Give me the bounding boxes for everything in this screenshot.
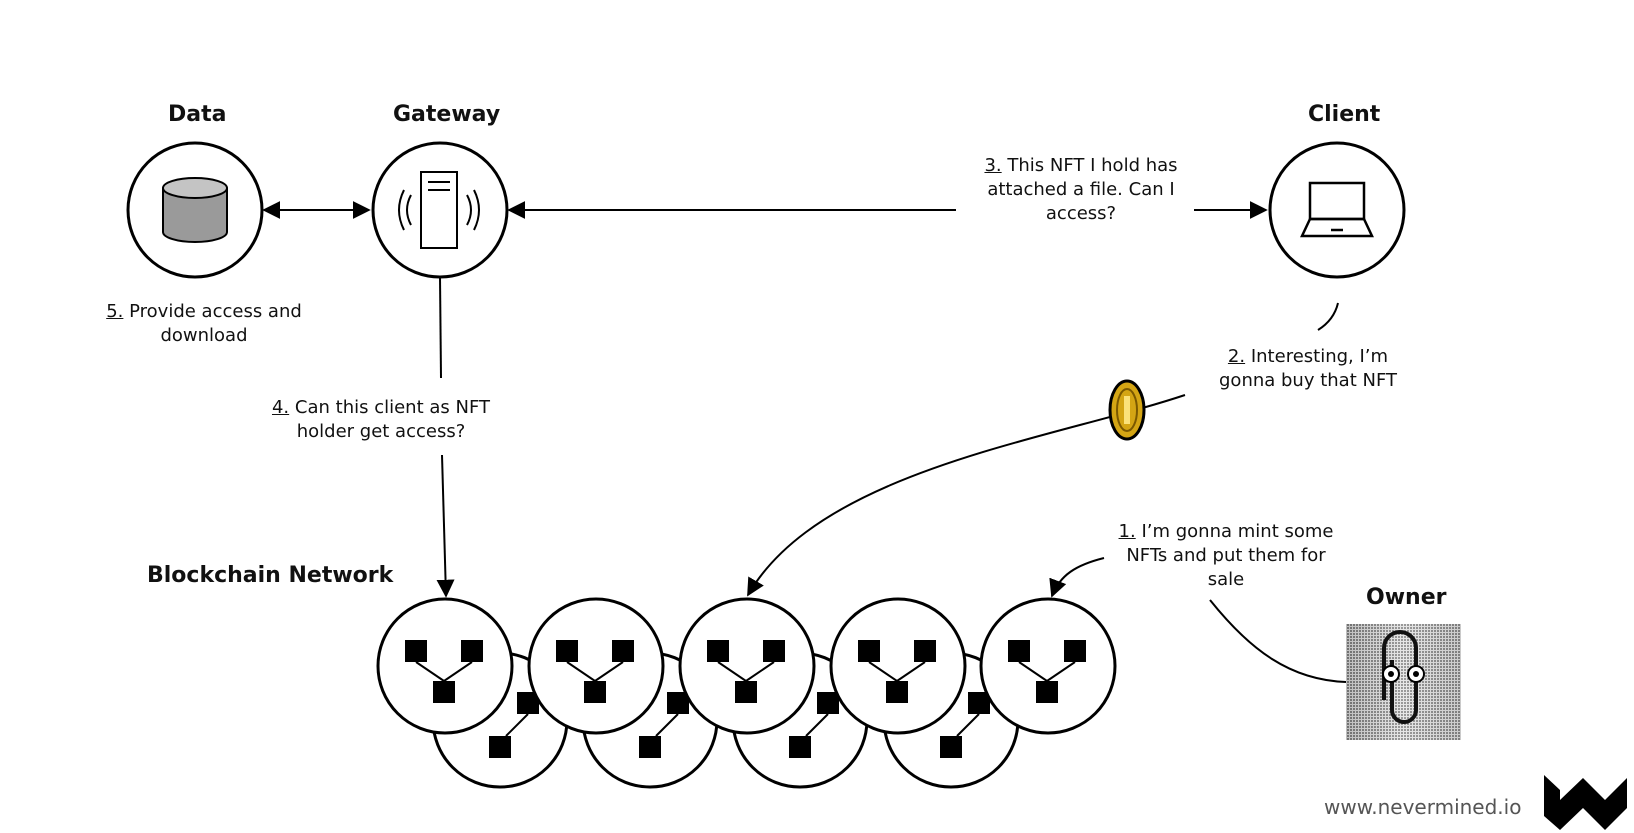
step-text: Can this client as NFT holder get access…	[294, 397, 490, 442]
step-2-label: 2. Interesting, I’m gonna buy that NFT	[1213, 345, 1403, 393]
step-text: This NFT I hold has attached a file. Can…	[987, 155, 1178, 224]
blockchain-node	[829, 597, 967, 735]
coin-icon	[1108, 379, 1146, 441]
step-number: 3.	[984, 155, 1002, 176]
step-5-label: 5. Provide access and download	[104, 300, 304, 348]
gateway-node	[371, 141, 509, 279]
owner-callout-line	[1209, 599, 1347, 683]
client-node	[1268, 141, 1406, 279]
step-text: Provide access and download	[129, 301, 302, 346]
client-title: Client	[1308, 102, 1381, 127]
step-number: 5.	[106, 301, 124, 322]
step-number: 2.	[1227, 346, 1246, 367]
blockchain-node	[527, 597, 665, 735]
step-4-label: 4. Can this client as NFT holder get acc…	[270, 396, 492, 444]
client-callout-line	[1317, 302, 1339, 331]
blockchain-network	[376, 597, 1117, 789]
step-number: 1.	[1118, 521, 1136, 542]
blockchain-node	[678, 597, 816, 735]
nevermined-logo-icon	[1544, 775, 1627, 830]
laptop-icon	[1300, 181, 1374, 238]
paperclip-icon	[1346, 624, 1461, 740]
blockchain-node	[376, 597, 514, 735]
owner-title: Owner	[1366, 585, 1447, 610]
server-icon	[398, 171, 480, 249]
gateway-to-blockchain-arrow	[436, 454, 455, 598]
database-icon	[162, 177, 228, 243]
step-text: I’m gonna mint some NFTs and put them fo…	[1126, 521, 1334, 590]
step-3-label: 3. This NFT I hold has attached a file. …	[976, 154, 1186, 226]
step-number: 4.	[271, 397, 290, 418]
data-title: Data	[168, 102, 227, 127]
gateway-title: Gateway	[393, 102, 501, 127]
blockchain-node	[979, 597, 1117, 735]
step-text: Interesting, I’m gonna buy that NFT	[1219, 346, 1397, 391]
gateway-down-line	[439, 276, 442, 379]
blockchain-network-title: Blockchain Network	[147, 563, 394, 588]
data-node	[126, 141, 264, 279]
mint-arrow	[1049, 557, 1105, 598]
footer-url[interactable]: www.nevermined.io	[1324, 795, 1522, 819]
step-1-label: 1. I’m gonna mint some NFTs and put them…	[1115, 520, 1337, 592]
